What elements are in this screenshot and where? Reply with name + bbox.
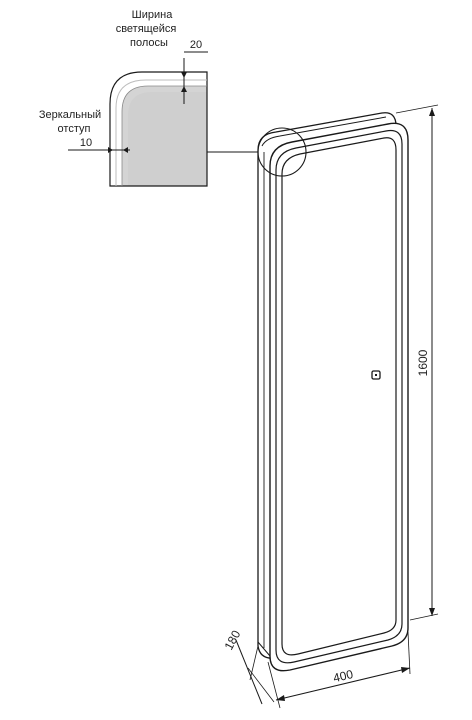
detail-mirror-panel — [128, 92, 207, 186]
width-dimension — [267, 631, 411, 709]
depth-ext-bottom — [249, 645, 259, 681]
mirror-offset-arrow-left — [108, 147, 113, 153]
detail-inner-edge — [115, 79, 207, 186]
mirror-cabinet — [257, 112, 409, 672]
strip-width-arrow-bottom — [181, 86, 187, 92]
glow-strip-outer — [275, 129, 403, 664]
strip-width-arrow-top — [181, 72, 187, 78]
depth-dimension-label: 180 — [222, 628, 244, 653]
detail-strip-edge — [121, 85, 207, 186]
depth-dimension — [235, 639, 275, 705]
height-ext-top — [395, 104, 439, 114]
strip-width-label-line1: Ширина — [132, 9, 174, 21]
touch-sensor-icon — [371, 370, 381, 380]
width-dimension-label: 400 — [332, 667, 355, 685]
cabinet-bottom-depth — [257, 641, 271, 657]
strip-width-label-line3: полосы — [130, 37, 168, 49]
glow-strip-inner — [281, 137, 397, 656]
height-dimension-label: 1600 — [416, 349, 430, 376]
detail-magnifier-circle — [257, 127, 307, 177]
cabinet-front-frame — [269, 122, 409, 672]
height-ext-bottom — [409, 613, 439, 621]
strip-width-label-line2: светящейся — [116, 23, 177, 35]
mirror-offset-arrow-right — [123, 147, 128, 153]
depth-ext-front — [247, 667, 275, 703]
corner-detail-callout — [68, 51, 262, 187]
width-ext-left — [267, 661, 281, 709]
height-dimension — [395, 104, 439, 621]
width-arrow-right — [401, 667, 410, 673]
depth-dim-line — [235, 639, 263, 705]
width-ext-right — [407, 631, 411, 675]
strip-width-value: 20 — [190, 39, 202, 51]
mirror-offset-label-line2: отступ — [58, 123, 91, 135]
width-arrow-left — [276, 695, 285, 701]
height-arrow-top — [429, 108, 435, 116]
cabinet-top-depth — [261, 116, 387, 147]
mirror-offset-label-line1: Зеркальный — [39, 109, 101, 121]
mirror-offset-value: 10 — [80, 137, 92, 149]
width-dim-line — [275, 667, 411, 701]
height-arrow-bottom — [429, 608, 435, 616]
